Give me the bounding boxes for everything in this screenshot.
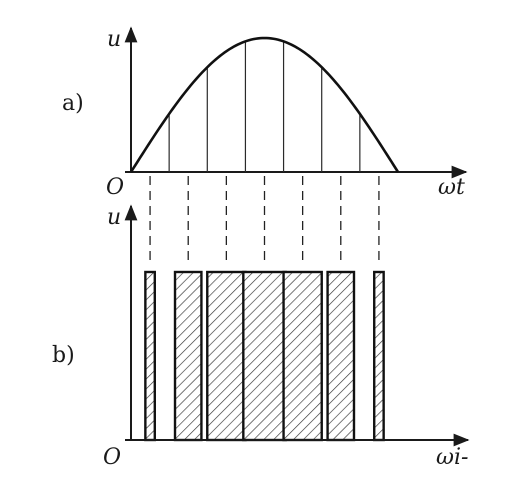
pwm-pulse bbox=[206, 270, 247, 442]
panel-a-label: a) bbox=[62, 91, 84, 116]
panel-a-x-axis-label: ωt bbox=[438, 175, 465, 200]
panel-a-y-axis-label: u bbox=[107, 27, 121, 52]
sample-ordinates bbox=[168, 41, 361, 172]
panel-a: a) u ωt O bbox=[62, 26, 468, 200]
pwm-pulse bbox=[173, 270, 203, 442]
pwm-pulse bbox=[282, 270, 323, 442]
pwm-pulses bbox=[144, 270, 385, 442]
panel-b-y-axis-label: u bbox=[107, 205, 121, 230]
panel-b-x-axis-label: ωi- bbox=[436, 445, 468, 470]
pwm-pulse bbox=[326, 270, 356, 442]
panel-b-origin-label: O bbox=[103, 445, 121, 470]
pwm-pulse bbox=[144, 270, 156, 442]
panel-b-label: b) bbox=[52, 343, 75, 368]
pwm-pulse bbox=[242, 270, 287, 442]
panel-a-origin-label: O bbox=[106, 175, 124, 200]
projection-dashes bbox=[149, 176, 380, 266]
pwm-pulse bbox=[373, 270, 385, 442]
panel-b: b) u ωi- O bbox=[52, 204, 470, 470]
sine-curve bbox=[129, 36, 400, 173]
